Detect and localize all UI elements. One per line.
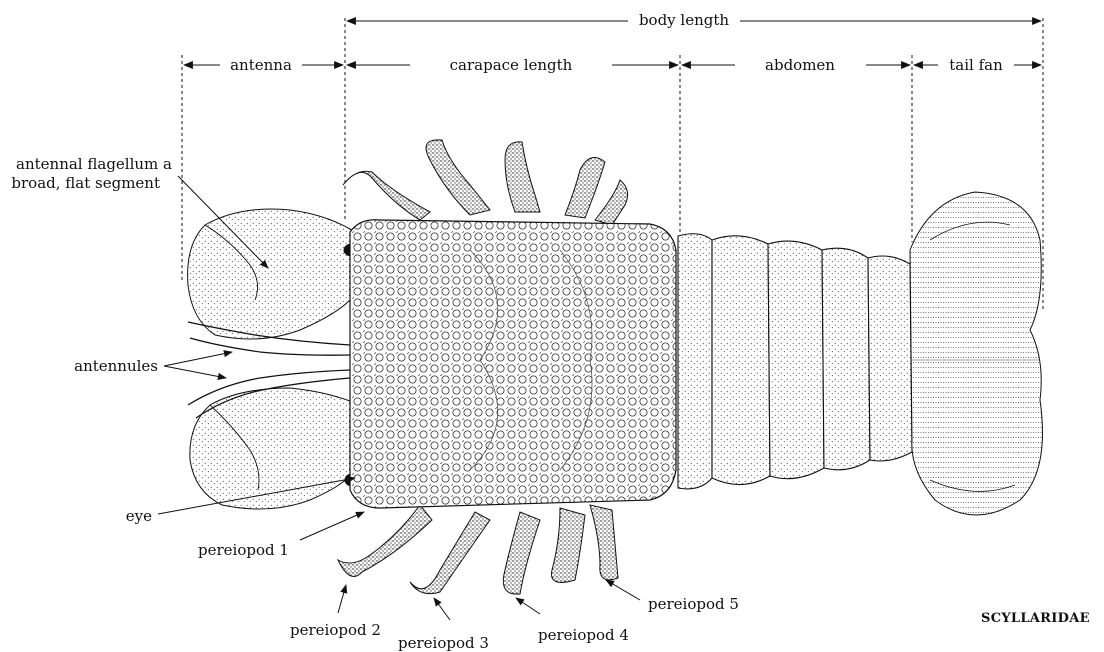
carapace-length-label: carapace length [447,56,576,74]
tail-fan-label: tail fan [946,56,1006,74]
antennae-drawing [188,209,360,509]
pereiopod-1-label: pereiopod 1 [198,541,289,559]
pereiopod-3-label: pereiopod 3 [398,634,489,652]
antenna-label: antenna [227,56,295,74]
antennules-label: antennules [0,357,158,375]
antennal-flagellum-label-line1: antennal flagellum a [0,155,172,173]
pereiopod-5-label: pereiopod 5 [648,595,739,613]
body-length-label: body length [636,11,732,29]
abdomen-drawing [678,234,912,489]
family-name: SCYLLARIDAE [981,611,1090,626]
tail-fan-drawing [910,192,1043,515]
antennal-flagellum-label-line2: broad, flat segment [0,174,160,192]
pereiopod-4-label: pereiopod 4 [538,626,629,644]
carapace-drawing [350,220,676,508]
eye-label: eye [0,507,152,525]
abdomen-label: abdomen [762,56,838,74]
pereiopod-2-label: pereiopod 2 [290,621,381,639]
